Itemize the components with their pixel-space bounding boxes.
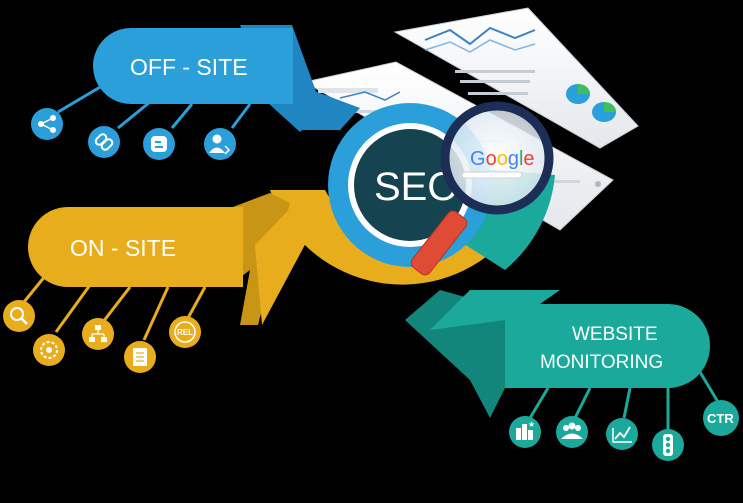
settings-icon xyxy=(33,334,65,366)
user-icon xyxy=(204,128,236,160)
share-icon xyxy=(31,108,63,140)
users-group-icon xyxy=(556,416,588,448)
dashboard-screen-back xyxy=(393,7,639,149)
magnifying-glass-icon: Google xyxy=(410,101,554,276)
traffic-light-icon xyxy=(652,429,684,461)
search-icon xyxy=(3,300,35,332)
analytics-chart-icon xyxy=(606,418,638,450)
ctr-icon: CTR xyxy=(703,400,739,436)
rel-text: REL xyxy=(177,328,193,337)
ranking-icon: ★ xyxy=(509,416,541,448)
blogger-icon xyxy=(143,128,175,160)
ctr-text: CTR xyxy=(707,411,734,426)
link-icon xyxy=(88,126,120,158)
svg-text:★: ★ xyxy=(528,420,535,429)
seo-center-circle xyxy=(354,129,466,241)
on-site-label: ON - SITE xyxy=(70,235,176,261)
website-monitoring-section: WEBSITE MONITORING ★ xyxy=(405,290,739,461)
document-icon xyxy=(124,341,156,373)
rel-icon: REL xyxy=(169,316,201,348)
monitoring-label-line1: WEBSITE xyxy=(572,324,658,345)
off-site-label: OFF - SITE xyxy=(130,54,248,80)
on-site-section: ON - SITE xyxy=(3,193,330,373)
off-site-section: OFF - SITE xyxy=(31,25,360,160)
monitoring-label-line2: MONITORING xyxy=(540,352,663,373)
sitemap-icon xyxy=(82,318,114,350)
google-logo-text: Google xyxy=(470,148,535,170)
